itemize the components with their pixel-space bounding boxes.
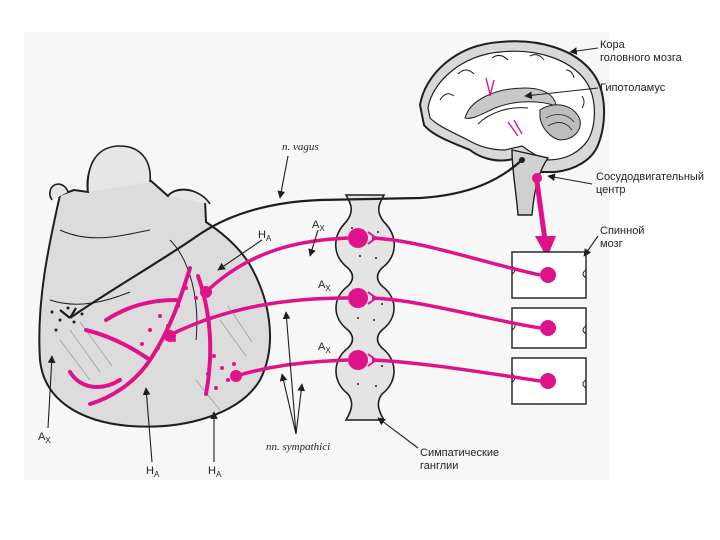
label-spinal-2: мозг (600, 238, 623, 250)
label-vasomotor-2: центр (596, 184, 626, 196)
label-ganglia-2: ганглии (420, 460, 458, 472)
ganglion-neuron-3 (348, 350, 368, 370)
label-vagus: n. vagus (282, 141, 319, 153)
terminal-3 (230, 370, 242, 382)
vasomotor-center-dot (532, 173, 542, 183)
label-cortex-1: Кора (600, 39, 626, 51)
spinal-cord (512, 252, 586, 404)
spinal-neuron-3 (540, 373, 556, 389)
terminal-2 (164, 330, 176, 342)
label-cortex-2: головного мозга (600, 52, 683, 64)
ganglion-neuron-2 (348, 288, 368, 308)
label-ganglia-1: Симпатические (420, 447, 499, 459)
terminal-1 (200, 286, 212, 298)
label-spinal-1: Спинной (600, 225, 644, 237)
sympathetic-ganglia-chain (336, 195, 395, 420)
ganglion-neuron-1 (348, 228, 368, 248)
spinal-neuron-2 (540, 320, 556, 336)
label-sympathici: nn. sympathici (266, 441, 330, 453)
spinal-neuron-1 (540, 267, 556, 283)
label-hypothalamus: Гипотоламус (600, 82, 666, 94)
label-vasomotor-1: Сосудодвигательный (596, 171, 704, 183)
